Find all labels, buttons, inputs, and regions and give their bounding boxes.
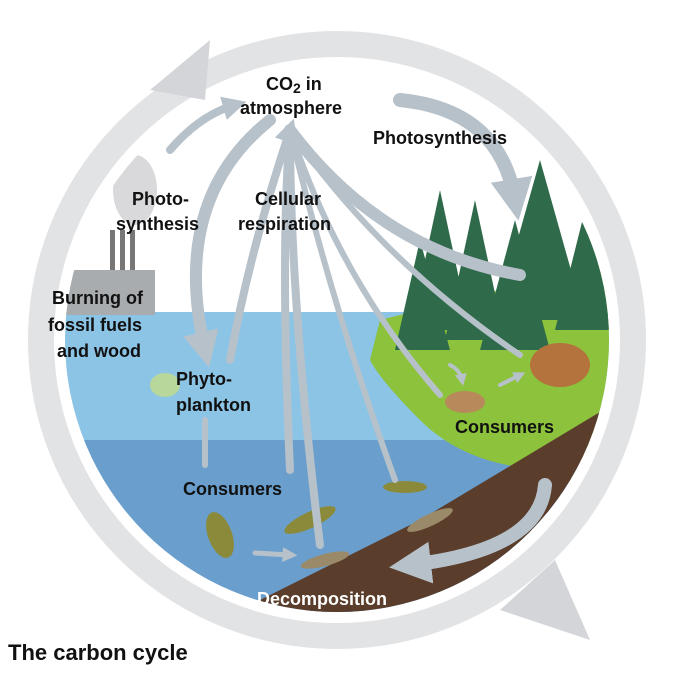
- diagram-title: The carbon cycle: [8, 640, 188, 665]
- arrow-respiration-decomp: [286, 126, 324, 549]
- label-photosynthesis-water-2: synthesis: [116, 214, 199, 234]
- phytoplankton-image: [150, 373, 180, 397]
- label-co2: CO2 in: [266, 74, 322, 96]
- arrow-photosynthesis-water: [183, 114, 276, 368]
- label-atmosphere: atmosphere: [240, 98, 342, 118]
- arrow-respiration-phyto: [226, 118, 298, 364]
- label-phytoplankton-2: plankton: [176, 395, 251, 415]
- arrow-decomposition: [389, 478, 552, 584]
- label-burning-2: fossil fuels: [48, 315, 142, 335]
- label-consumers-water: Consumers: [183, 479, 282, 499]
- label-photosynthesis-water-1: Photo-: [132, 189, 189, 209]
- ring-arrowhead-bottom-icon: [500, 560, 590, 640]
- arrow-burning: [166, 96, 247, 154]
- outer-cycle-ring: [28, 31, 646, 649]
- carbon-flow-arrows: [166, 93, 552, 584]
- label-phytoplankton-1: Phyto-: [176, 369, 232, 389]
- arrow-rabbit-lynx: [498, 372, 526, 387]
- fish: [206, 481, 453, 569]
- arrow-respiration-rabbit: [287, 127, 443, 398]
- arrow-respiration-trees: [284, 124, 526, 281]
- arrow-fish-decomp: [252, 547, 298, 563]
- label-burning-1: Burning of: [52, 288, 144, 308]
- arrow-plants-rabbit: [448, 363, 467, 386]
- factory: [65, 155, 157, 315]
- label-decomposition: Decomposition: [257, 589, 387, 609]
- lynx-image: [530, 343, 590, 387]
- label-cellular-respiration-2: respiration: [238, 214, 331, 234]
- label-consumers-land: Consumers: [455, 417, 554, 437]
- arrow-photosynthesis-land: [393, 93, 533, 221]
- label-cellular-respiration-1: Cellular: [255, 189, 321, 209]
- arrow-respiration-fish2: [287, 127, 398, 483]
- ring-arrowhead-top-icon: [150, 40, 210, 100]
- label-burning-3: and wood: [57, 341, 141, 361]
- label-photosynthesis-land: Photosynthesis: [373, 128, 507, 148]
- scene: [65, 68, 609, 612]
- rabbit-image: [445, 391, 485, 413]
